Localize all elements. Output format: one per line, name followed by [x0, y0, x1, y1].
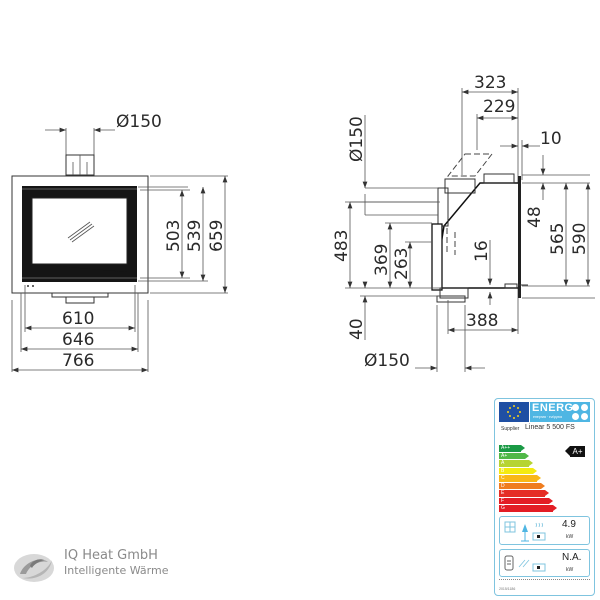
- energy-label: ENERG енергия · ενέργεια Supplier Linear…: [494, 398, 595, 596]
- eu-flag-icon: [499, 402, 529, 422]
- regulation-number: 2015/1186: [499, 587, 516, 591]
- side-height-40: 40: [347, 318, 367, 340]
- front-width-646: 646: [62, 330, 94, 350]
- side-flue-dim-bottom: Ø150: [364, 351, 410, 371]
- side-dim-229: 229: [483, 97, 515, 117]
- energy-rating-badge: A+: [565, 446, 585, 457]
- direct-heat-panel: 4.9 kW: [499, 516, 590, 545]
- supplier-name: Supplier: [501, 426, 520, 432]
- side-dim-388: 388: [466, 311, 498, 331]
- direct-heat-value: 4.9: [562, 519, 576, 530]
- side-dim-590: 590: [570, 223, 590, 255]
- scale-bar-a-plus: A+: [499, 452, 529, 459]
- label-footnote-line: [499, 579, 590, 582]
- side-flue-dim-top: Ø150: [347, 116, 367, 162]
- room-heating-icon: [504, 521, 546, 542]
- front-height-659: 659: [207, 220, 227, 252]
- indirect-heat-value: N.A.: [562, 552, 582, 563]
- scale-bar-g: G: [499, 505, 557, 512]
- energ-subtitle: енергия · ενέργεια: [533, 415, 562, 419]
- model-name: Linear 5 500 FS: [525, 424, 575, 431]
- indirect-heat-unit: kW: [566, 567, 574, 573]
- water-heating-icon: [504, 555, 546, 572]
- company-name: IQ Heat GmbH: [64, 548, 158, 563]
- scale-bar-b: B: [499, 467, 537, 474]
- energ-banner: ENERG енергия · ενέργεια: [530, 402, 590, 422]
- direct-heat-unit: kW: [566, 534, 574, 540]
- scale-bar-d: D: [499, 482, 545, 489]
- front-flue-dim: Ø150: [116, 112, 162, 132]
- front-height-539: 539: [185, 220, 205, 252]
- side-height-483: 483: [332, 230, 352, 262]
- front-view: Ø150 503 539 659: [11, 112, 228, 373]
- scale-bar-f: F: [499, 497, 553, 504]
- indirect-heat-panel: N.A. kW: [499, 549, 590, 577]
- side-height-263: 263: [392, 248, 412, 280]
- scale-bar-a: A: [499, 460, 533, 467]
- scale-bar-e: E: [499, 490, 549, 497]
- company-logo-icon: [14, 554, 54, 582]
- language-dots-icon: [572, 404, 588, 420]
- company-branding: IQ Heat GmbH Intelligente Wärme: [64, 548, 169, 578]
- side-dim-16: 16: [472, 240, 492, 262]
- scale-bar-a-plus-plus: A++: [499, 445, 525, 452]
- front-height-503: 503: [164, 220, 184, 252]
- front-width-610: 610: [62, 309, 94, 329]
- front-width-766: 766: [62, 351, 94, 371]
- side-view: 323 229 10 Ø150 483: [332, 73, 595, 372]
- side-dim-10: 10: [540, 129, 562, 149]
- side-dim-323: 323: [474, 73, 506, 93]
- energ-title: ENERG: [532, 402, 574, 414]
- side-dim-48: 48: [525, 206, 545, 228]
- side-height-369: 369: [372, 244, 392, 276]
- scale-bar-c: C: [499, 475, 541, 482]
- side-dim-565: 565: [548, 223, 568, 255]
- company-tagline: Intelligente Wärme: [64, 564, 169, 577]
- energy-label-header: ENERG енергия · ενέργεια: [499, 402, 590, 422]
